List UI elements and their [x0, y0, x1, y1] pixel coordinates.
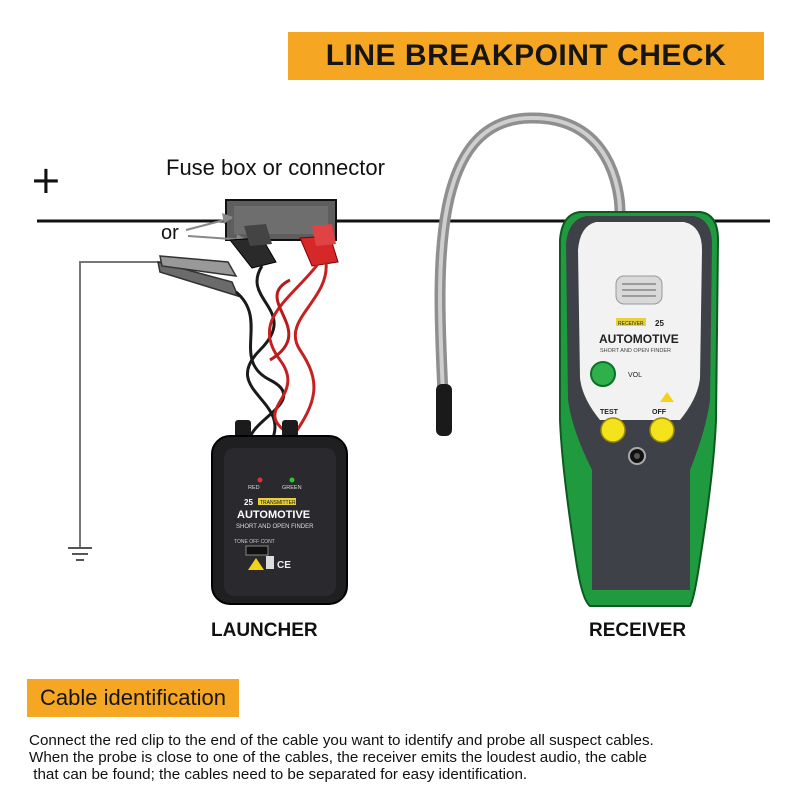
- ground-symbol: [68, 547, 92, 561]
- description: Connect the red clip to the end of the c…: [29, 732, 789, 783]
- receiver-brand: AUTOMOTIVE: [599, 332, 679, 346]
- launcher-model: 25: [244, 498, 253, 507]
- description-line: When the probe is close to one of the ca…: [29, 749, 647, 766]
- receiver-probe: [434, 112, 626, 436]
- banner-title: LINE BREAKPOINT CHECK: [325, 39, 727, 72]
- receiver-test-label: TEST: [600, 409, 619, 416]
- receiver-off-label: OFF: [652, 409, 667, 416]
- gray-clip: [157, 255, 240, 298]
- receiver-vol-label: VOL: [628, 372, 642, 379]
- description-line: that can be found; the cables need to be…: [29, 766, 528, 783]
- launcher-switch-label: TONE OFF CONT: [234, 539, 275, 545]
- launcher-label: LAUNCHER: [211, 620, 318, 641]
- launcher-device: [211, 420, 348, 605]
- receiver-model: 25: [655, 319, 664, 328]
- receiver-subtitle: SHORT AND OPEN FINDER: [600, 348, 671, 354]
- black-clip: [229, 224, 277, 269]
- clip-wires: [235, 261, 328, 442]
- description-line: Connect the red clip to the end of the c…: [29, 732, 654, 749]
- title-banner: LINE BREAKPOINT CHECK: [288, 32, 764, 80]
- ground-wire: [79, 261, 162, 548]
- red-clip: [299, 224, 339, 267]
- arrow-head-1: [222, 213, 233, 224]
- section-title: Cable identification: [40, 685, 226, 710]
- fuse-box-label: Fuse box or connector: [166, 155, 385, 180]
- plus-symbol: +: [30, 158, 62, 202]
- ce-mark-launcher: CE: [277, 560, 291, 571]
- launcher-subtitle: SHORT AND OPEN FINDER: [236, 524, 314, 530]
- launcher-green-label: GREEN: [282, 485, 302, 491]
- launcher-tag: TRANSMITTER: [260, 500, 296, 506]
- launcher-brand: AUTOMOTIVE: [237, 509, 310, 521]
- receiver-label: RECEIVER: [589, 620, 687, 641]
- launcher-red-label: RED: [248, 485, 260, 491]
- or-label: or: [161, 222, 179, 244]
- receiver-device: [559, 211, 720, 607]
- section-title-box: Cable identification: [27, 679, 239, 717]
- receiver-tag: RECEIVER: [618, 321, 644, 327]
